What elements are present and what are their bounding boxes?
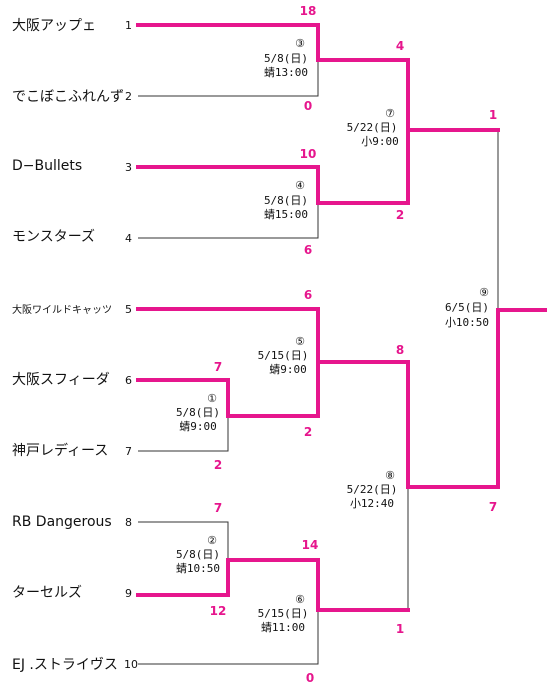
- team-seed-3: 3: [125, 161, 132, 174]
- match-5-number: ⑤: [295, 335, 305, 348]
- team-name-6: 大阪スフィーダ: [12, 372, 110, 388]
- bracket-line-match-1-winner: [228, 380, 319, 417]
- match-2-score-bottom: 12: [210, 604, 227, 618]
- match-3-score-top: 18: [300, 4, 317, 18]
- match-5-score-bottom: 2: [304, 425, 312, 439]
- team-seed-9: 9: [125, 587, 132, 600]
- bracket-line-match-7-winner: [408, 129, 499, 310]
- team-seed-7: 7: [125, 445, 132, 458]
- team-seed-2: 2: [125, 90, 132, 103]
- winner-path-team-9: [136, 558, 410, 612]
- match-9-venue: 小10:50: [445, 316, 489, 329]
- match-5-date: 5/15(日): [258, 349, 309, 362]
- match-3-score-bottom: 0: [304, 99, 312, 113]
- match-8-score-bottom: 1: [396, 622, 404, 636]
- match-2-venue: 蜻10:50: [176, 561, 220, 575]
- match-7-score-bottom: 2: [396, 208, 404, 222]
- winner-path-team-1: [136, 23, 500, 132]
- team-seed-10: 10: [124, 658, 138, 671]
- team-name-2: でこぼこふれんず: [12, 89, 124, 105]
- bracket-line-team-7: [138, 416, 229, 452]
- match-7-number: ⑦: [385, 107, 395, 120]
- match-6-date: 5/15(日): [258, 607, 309, 620]
- team-name-10: EJ .ストライヴス: [12, 656, 118, 673]
- team-seed-4: 4: [125, 232, 132, 245]
- bracket-line-team-4: [138, 203, 319, 239]
- bracket-line-team-10: [138, 612, 319, 665]
- match-1-venue: 蜻9:00: [179, 419, 217, 433]
- team-name-3: D−Bullets: [12, 158, 82, 174]
- match-6-number: ⑥: [295, 593, 305, 606]
- team-seed-5: 5: [125, 303, 132, 316]
- match-8-score-top: 8: [396, 343, 404, 357]
- match-4-venue: 蜻15:00: [264, 207, 308, 221]
- team-name-7: 神戸レディース: [12, 442, 108, 459]
- match-3-venue: 蜻13:00: [264, 65, 308, 79]
- match-4-score-bottom: 6: [304, 243, 312, 257]
- winner-path-team-3: [136, 128, 410, 205]
- match-2-score-top: 7: [214, 501, 222, 515]
- bracket-line-team-8: [138, 521, 229, 560]
- match-4-number: ④: [295, 179, 305, 192]
- match-7-venue: 小9:00: [361, 135, 399, 148]
- match-4-date: 5/8(日): [264, 194, 308, 207]
- match-7-score-top: 4: [396, 39, 404, 53]
- match-5-venue: 蜻9:00: [269, 362, 307, 376]
- match-9-score-top: 1: [489, 108, 497, 122]
- team-name-4: モンスターズ: [12, 229, 95, 245]
- match-8-number: ⑧: [385, 469, 395, 482]
- match-3-date: 5/8(日): [264, 52, 308, 65]
- match-9-score-bottom: 7: [489, 500, 497, 514]
- winner-path-team-6: [136, 360, 320, 418]
- match-1-score-top: 7: [214, 360, 222, 374]
- match-1-score-bottom: 2: [214, 458, 222, 472]
- match-2-number: ②: [207, 534, 217, 547]
- match-5-score-top: 6: [304, 288, 312, 302]
- team-name-9: ターセルズ: [12, 585, 82, 601]
- match-4-score-top: 10: [300, 147, 317, 161]
- match-6-score-bottom: 0: [306, 671, 314, 685]
- match-7-date: 5/22(日): [347, 121, 398, 134]
- team-seed-1: 1: [125, 19, 132, 32]
- match-9-number: ⑨: [479, 286, 489, 299]
- match-8-venue: 小12:40: [350, 497, 394, 510]
- team-name-8: RB Dangerous: [12, 514, 112, 530]
- bracket-line-team-2: [138, 60, 319, 97]
- winner-path-team-5: [136, 307, 547, 489]
- team-name-1: 大阪アップェ: [12, 18, 96, 34]
- team-seed-6: 6: [125, 374, 132, 387]
- match-6-venue: 蜻11:00: [261, 620, 305, 634]
- match-9-date: 6/5(日): [445, 301, 489, 314]
- team-name-5: 大阪ワイルドキャッツ: [12, 303, 112, 316]
- match-6-score-top: 14: [302, 538, 319, 552]
- match-1-date: 5/8(日): [176, 406, 220, 419]
- match-3-number: ③: [295, 37, 305, 50]
- match-1-number: ①: [207, 392, 217, 405]
- match-8-date: 5/22(日): [347, 483, 398, 496]
- match-2-date: 5/8(日): [176, 548, 220, 561]
- team-seed-8: 8: [125, 516, 132, 529]
